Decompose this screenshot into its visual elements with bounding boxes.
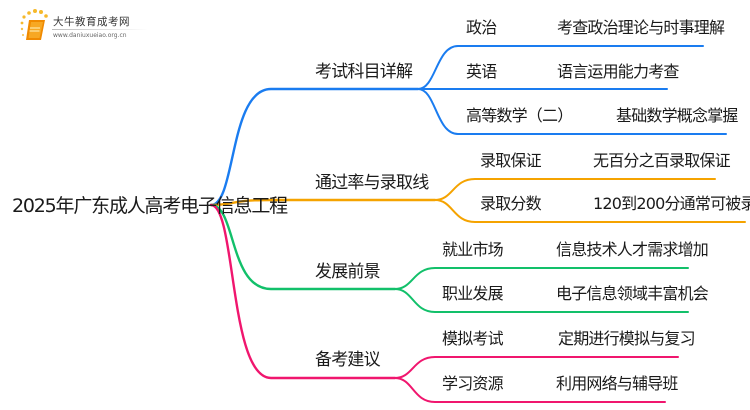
leaf-connector	[394, 267, 689, 290]
leaf-connector	[417, 88, 727, 135]
branch-pass-rate[interactable]: 通过率与录取线	[315, 173, 429, 193]
leaf-detail[interactable]: 120到200分通常可被录取	[593, 194, 750, 213]
branch-connector	[209, 203, 397, 380]
branch-connector	[209, 198, 437, 207]
leaf-topic[interactable]: 就业市场	[442, 240, 504, 259]
leaf-topic[interactable]: 英语	[466, 62, 497, 81]
book-logo-icon	[20, 9, 48, 40]
logo-divider	[52, 29, 148, 30]
leaf-connector	[434, 178, 716, 201]
site-logo: 大牛教育成考网 www.daniuxueiao.org.cn	[18, 8, 218, 48]
leaf-topic[interactable]: 录取保证	[480, 151, 542, 170]
leaf-detail[interactable]: 电子信息领域丰富机会	[556, 284, 709, 303]
branch-prep-advice[interactable]: 备考建议	[315, 350, 381, 370]
logo-url: www.daniuxueiao.org.cn	[53, 32, 127, 39]
branch-connector	[209, 203, 397, 291]
leaf-detail[interactable]: 语言运用能力考查	[557, 62, 679, 81]
leaf-detail[interactable]: 利用网络与辅导班	[556, 374, 678, 393]
branch-exam-subjects[interactable]: 考试科目详解	[315, 62, 413, 82]
leaf-detail[interactable]: 定期进行模拟与复习	[558, 329, 696, 348]
leaf-connector	[394, 356, 679, 379]
leaf-topic[interactable]: 录取分数	[480, 194, 542, 213]
root-topic[interactable]: 2025年广东成人高考电子信息工程	[12, 195, 288, 217]
leaf-connector	[394, 288, 689, 313]
leaf-detail[interactable]: 考查政治理论与时事理解	[557, 18, 725, 37]
leaf-connector	[434, 199, 746, 223]
leaf-connector	[394, 377, 666, 403]
leaf-topic[interactable]: 高等数学（二）	[466, 106, 573, 125]
leaf-detail[interactable]: 信息技术人才需求增加	[556, 240, 709, 259]
leaf-topic[interactable]: 模拟考试	[442, 329, 504, 348]
leaf-detail[interactable]: 无百分之百录取保证	[593, 151, 731, 170]
branch-connector	[209, 87, 420, 207]
leaf-topic[interactable]: 学习资源	[442, 374, 504, 393]
leaf-connector	[417, 45, 704, 90]
leaf-detail[interactable]: 基础数学概念掌握	[616, 106, 738, 125]
leaf-topic[interactable]: 政治	[466, 18, 497, 37]
branch-prospects[interactable]: 发展前景	[315, 262, 381, 282]
leaf-topic[interactable]: 职业发展	[442, 284, 504, 303]
logo-title: 大牛教育成考网	[53, 16, 130, 28]
